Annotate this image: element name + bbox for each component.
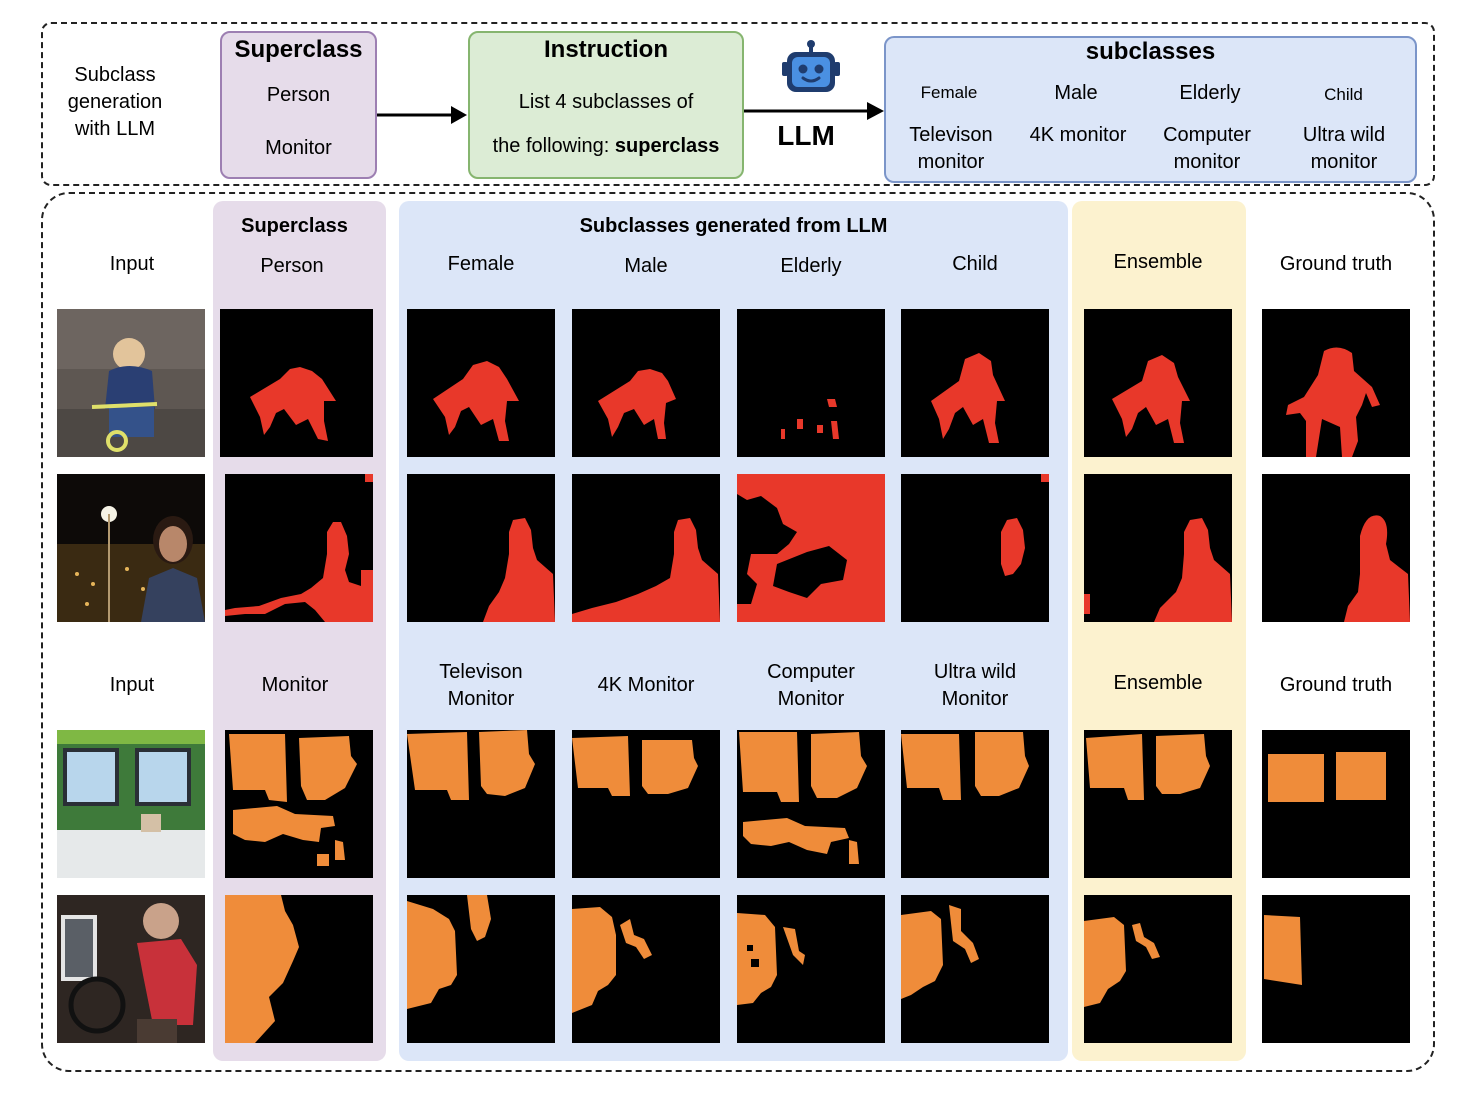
subclass-header-child: Child: [952, 253, 998, 275]
mask-monitor-row4-computer: [737, 895, 885, 1043]
results-grid: [41, 192, 1435, 1072]
mask-monitor-row4-ensemble: [1084, 895, 1232, 1043]
input-label-2: Input: [109, 674, 155, 696]
subclass-header-tv-monitor: Televison Monitor: [439, 661, 523, 710]
mask-person-row1-elderly: [737, 309, 885, 457]
input-image-exhibition-monitors: [57, 730, 205, 878]
mask-monitor-row4-4k: [572, 895, 720, 1043]
superclass-box-title: Superclass: [234, 36, 363, 63]
subclass-computer-monitor: Computer monitor: [1163, 124, 1251, 173]
subclass-female: Female: [920, 83, 978, 102]
ground-truth-header-2: Ground truth: [1279, 674, 1393, 696]
robot-icon: [782, 40, 840, 92]
subclass-header-female: Female: [447, 253, 515, 275]
mask-person-row2-ground-truth: [1262, 474, 1410, 622]
mask-monitor-row4-tv: [407, 895, 555, 1043]
subclass-header-4k-monitor: 4K Monitor: [597, 674, 695, 696]
llm-generation-section: [41, 22, 1435, 186]
mask-person-row2-superclass: [225, 474, 373, 622]
mask-person-row2-child: [901, 474, 1049, 622]
instruction-line-2-bold: superclass: [614, 135, 720, 157]
subclass-header-male: Male: [624, 255, 668, 277]
mask-monitor-row4-ultra-wild: [901, 895, 1049, 1043]
subclasses-header: Subclasses generated from LLM: [579, 215, 888, 237]
arrow-to-subclasses: [744, 102, 884, 120]
subclasses-box-title: subclasses: [1085, 38, 1216, 65]
mask-person-row2-elderly: [737, 474, 885, 622]
ensemble-header-1: Ensemble: [1113, 251, 1203, 273]
instruction-line-2: the following: superclass: [470, 135, 742, 158]
ensemble-header-2: Ensemble: [1113, 672, 1203, 694]
mask-monitor-row3-4k: [572, 730, 720, 878]
mask-monitor-row3-superclass: [225, 730, 373, 878]
mask-person-row2-ensemble: [1084, 474, 1232, 622]
arrow-to-instruction: [377, 106, 467, 124]
mask-monitor-row3-ensemble: [1084, 730, 1232, 878]
subclass-header-elderly: Elderly: [780, 255, 842, 277]
superclass-label-person: Person: [260, 255, 324, 277]
mask-person-row1-female: [407, 309, 555, 457]
subclass-ultra-wild-monitor: Ultra wild monitor: [1302, 124, 1386, 173]
subclass-4k-monitor: 4K monitor: [1029, 124, 1127, 146]
mask-person-row1-ground-truth: [1262, 309, 1410, 457]
instruction-box-title: Instruction: [544, 36, 668, 63]
subclasses-box: subclasses Female Male Elderly Child Tel…: [884, 36, 1417, 183]
input-image-woman-night-city: [57, 474, 205, 622]
subclass-elderly: Elderly: [1179, 82, 1241, 104]
input-image-cyclist-monitor: [57, 895, 205, 1043]
mask-person-row1-male: [572, 309, 720, 457]
input-image-child-tricycle: [57, 309, 205, 457]
superclass-box: Superclass Person Monitor: [220, 31, 377, 179]
subclass-male: Male: [1054, 82, 1098, 104]
superclass-item-monitor: Monitor: [265, 137, 332, 159]
mask-person-row2-female: [407, 474, 555, 622]
subclass-header-ultra-wild-monitor: Ultra wild Monitor: [933, 661, 1017, 710]
mask-monitor-row4-ground-truth: [1262, 895, 1410, 1043]
mask-person-row2-male: [572, 474, 720, 622]
superclass-item-person: Person: [266, 84, 331, 106]
subclass-tv-monitor: Televison monitor: [909, 124, 993, 173]
left-caption: Subclass generation with LLM: [67, 64, 163, 140]
mask-person-row1-child: [901, 309, 1049, 457]
superclass-label-monitor: Monitor: [261, 674, 329, 696]
llm-label: LLM: [777, 120, 835, 151]
mask-monitor-row3-ultra-wild: [901, 730, 1049, 878]
mask-monitor-row3-ground-truth: [1262, 730, 1410, 878]
subclass-child: Child: [1324, 85, 1363, 104]
mask-person-row1-ensemble: [1084, 309, 1232, 457]
input-label-1: Input: [109, 253, 155, 275]
mask-person-row1-superclass: [220, 309, 373, 457]
superclass-header: Superclass: [241, 215, 348, 237]
mask-monitor-row3-computer: [737, 730, 885, 878]
mask-monitor-row4-superclass: [225, 895, 373, 1043]
subclass-header-computer-monitor: Computer Monitor: [767, 661, 855, 710]
instruction-box: Instruction List 4 subclasses of the fol…: [468, 31, 744, 179]
instruction-line-2-prefix: the following:: [492, 135, 615, 157]
instruction-line-1: List 4 subclasses of: [518, 91, 694, 113]
mask-monitor-row3-tv: [407, 730, 555, 878]
ground-truth-header-1: Ground truth: [1279, 253, 1393, 275]
